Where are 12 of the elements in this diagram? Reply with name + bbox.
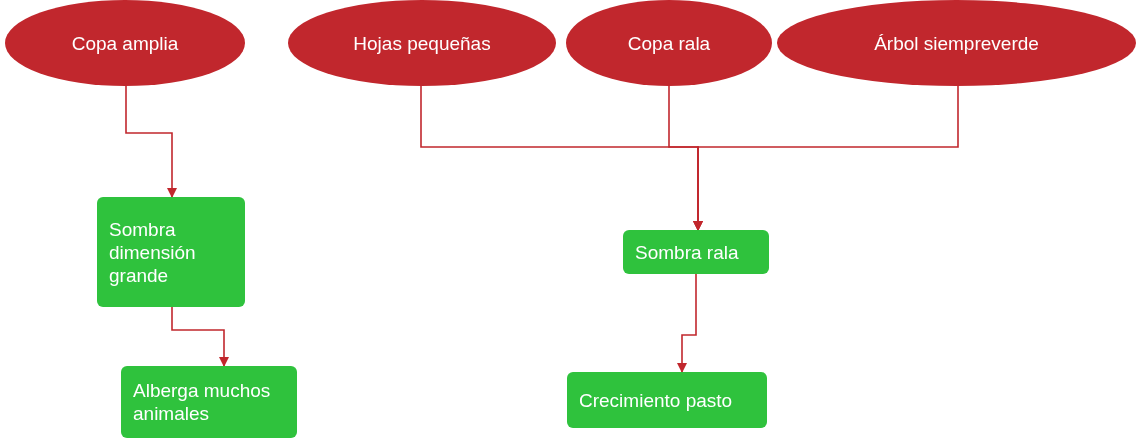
process-box: Crecimiento pasto — [567, 372, 767, 428]
arrow — [677, 273, 697, 373]
arrow — [125, 85, 177, 198]
process-box: Sombra rala — [623, 230, 769, 274]
ellipse-node: Hojas pequeñas — [288, 0, 556, 86]
arrow — [693, 85, 959, 231]
arrow — [171, 306, 229, 367]
ellipse-node: Copa amplia — [5, 0, 245, 86]
process-box: Sombra dimensión grande — [97, 197, 245, 307]
ellipse-node: Copa rala — [566, 0, 772, 86]
ellipse-node: Árbol siempreverde — [777, 0, 1136, 86]
process-box: Alberga muchos animales — [121, 366, 297, 438]
